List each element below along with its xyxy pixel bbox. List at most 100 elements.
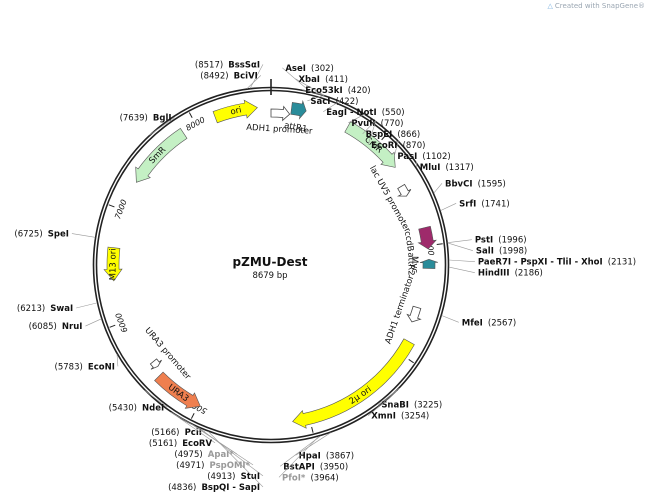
site-name: PvuII: [351, 119, 375, 129]
site-leader-line: [116, 354, 119, 367]
ura3-promoter-arrow: [149, 358, 162, 370]
site-position: (7639): [120, 114, 148, 124]
site-leader-line: [394, 140, 399, 156]
site-name: HpaI: [299, 451, 321, 461]
site-psti[interactable]: PstI (1996): [447, 228, 527, 247]
site-position: (3867): [326, 451, 354, 461]
site-ndei[interactable]: (5430) NdeI: [109, 390, 168, 414]
site-position: (5783): [55, 362, 83, 372]
site-asei[interactable]: AseI (302): [282, 56, 334, 92]
site-paer7i-pspxi-tlii-xhoi[interactable]: PaeR7I - PspXI - TliI - XhoI (2131): [448, 250, 636, 269]
site-leader-line: [348, 113, 366, 124]
site-label: SacI (422): [310, 89, 358, 108]
site-label: EagI - NotI (550): [326, 100, 404, 119]
site-mfei[interactable]: MfeI (2567): [441, 310, 517, 329]
site-leader-line: [295, 78, 324, 96]
site-name: BciVI: [234, 71, 258, 81]
site-position: (4975): [174, 450, 202, 460]
site-bstapi[interactable]: BstAPI (3950): [280, 435, 348, 473]
site-leader-line: [71, 233, 96, 238]
site-sali[interactable]: SalI (1998): [447, 239, 528, 258]
site-position: (870): [403, 141, 426, 151]
site-position: (1317): [445, 163, 473, 173]
site-pasi[interactable]: PasI (1102): [394, 140, 451, 163]
site-position: (1595): [478, 179, 506, 189]
site-pfoi[interactable]: PfoI* (3964): [278, 436, 339, 484]
site-label: (6725) SpeI: [14, 222, 69, 241]
site-leader-line: [447, 242, 474, 251]
site-leader-line: [76, 302, 98, 309]
site-bspqi-sapi[interactable]: (4836) BspQI - SapI: [168, 431, 264, 494]
site-position: (2186): [515, 269, 543, 279]
site-hindiii[interactable]: HindIII (2186): [448, 261, 543, 280]
site-eagi-noti[interactable]: EagI - NotI (550): [323, 100, 405, 119]
site-position: (770): [381, 119, 404, 129]
site-leader-line: [144, 390, 168, 408]
site-snabi[interactable]: SnaBI (3225): [378, 387, 442, 412]
site-nrui[interactable]: (6085) NruI: [29, 314, 102, 333]
site-name: StuI: [241, 472, 260, 482]
site-leader-line: [440, 203, 457, 211]
site-swai[interactable]: (6213) SwaI: [17, 296, 98, 315]
site-bbvci[interactable]: BbvCI (1595): [433, 171, 506, 194]
site-position: (4836): [168, 483, 196, 493]
snapgene-icon: △: [547, 2, 553, 10]
site-bspei[interactable]: BspEI (866): [362, 120, 421, 141]
adh1-terminator-label: ADH1 terminator: [383, 274, 416, 346]
tick-mark: [188, 112, 193, 119]
ccdb-feature: [417, 225, 437, 250]
site-pvuii[interactable]: PvuII (770): [348, 111, 403, 130]
site-position: (1102): [422, 152, 450, 162]
site-xbai[interactable]: XbaI (411): [295, 67, 348, 96]
tick-label: 6000: [114, 312, 130, 334]
ori-label: ori: [230, 105, 243, 117]
site-eco53ki[interactable]: Eco53kI (420): [302, 78, 371, 97]
adh1-terminator-arrow: [406, 305, 422, 323]
site-spei[interactable]: (6725) SpeI: [14, 222, 96, 241]
site-pcii[interactable]: (5166) PciI: [151, 411, 206, 439]
site-label: BstAPI (3950): [283, 454, 348, 473]
tick-mark: [408, 359, 414, 364]
attr1-label: attR1: [283, 121, 308, 135]
site-stui[interactable]: (4913) StuI: [199, 427, 264, 483]
site-name: BbvCI: [445, 179, 473, 189]
site-leader-line: [433, 183, 443, 194]
ori-feature: [212, 99, 258, 124]
site-name: SacI: [310, 97, 330, 107]
site-leader-line: [447, 239, 472, 243]
site-ecorv[interactable]: (5161) EcoRV: [149, 412, 216, 449]
watermark-text: Created with SnapGene®: [554, 2, 645, 10]
site-hpai[interactable]: HpaI (3867): [295, 432, 354, 463]
site-name: NdeI: [142, 403, 164, 413]
site-ecori[interactable]: EcoRI (870): [367, 121, 426, 152]
site-position: (5430): [109, 403, 137, 413]
site-position: (3254): [401, 412, 429, 422]
site-label: PstI (1996): [475, 228, 527, 247]
site-bcivi[interactable]: (8492) BciVI: [200, 63, 262, 89]
site-leader-line: [368, 390, 398, 416]
site-label: SrfI (1741): [459, 191, 510, 210]
site-label: PfoI* (3964): [282, 465, 339, 484]
site-label: PasI (1102): [397, 144, 450, 163]
site-mlui[interactable]: MluI (1317): [415, 155, 474, 174]
site-xmni[interactable]: XmnI (3254): [368, 390, 429, 423]
site-position: (866): [397, 130, 420, 140]
site-bsss-i[interactable]: (8517) BssSαI: [195, 52, 264, 89]
site-position: (4971): [176, 461, 204, 471]
2u-ori-feature: [292, 338, 415, 429]
site-bgli[interactable]: (7639) BglI: [120, 106, 175, 136]
site-name: MfeI: [462, 318, 483, 328]
site-srfi[interactable]: SrfI (1741): [440, 191, 510, 211]
site-position: (302): [311, 64, 334, 74]
site-label: HpaI (3867): [299, 443, 354, 462]
site-name: BspEI: [366, 130, 393, 140]
site-econi[interactable]: (5783) EcoNI: [55, 354, 119, 373]
site-name: EcoRV: [182, 439, 212, 449]
site-label: (8492) BciVI: [200, 63, 258, 82]
site-name: SpeI: [48, 230, 69, 240]
site-saci[interactable]: SacI (422): [307, 89, 358, 108]
tick-mark: [109, 324, 116, 328]
site-pspomi[interactable]: (4971) PspOMI*: [176, 424, 254, 472]
